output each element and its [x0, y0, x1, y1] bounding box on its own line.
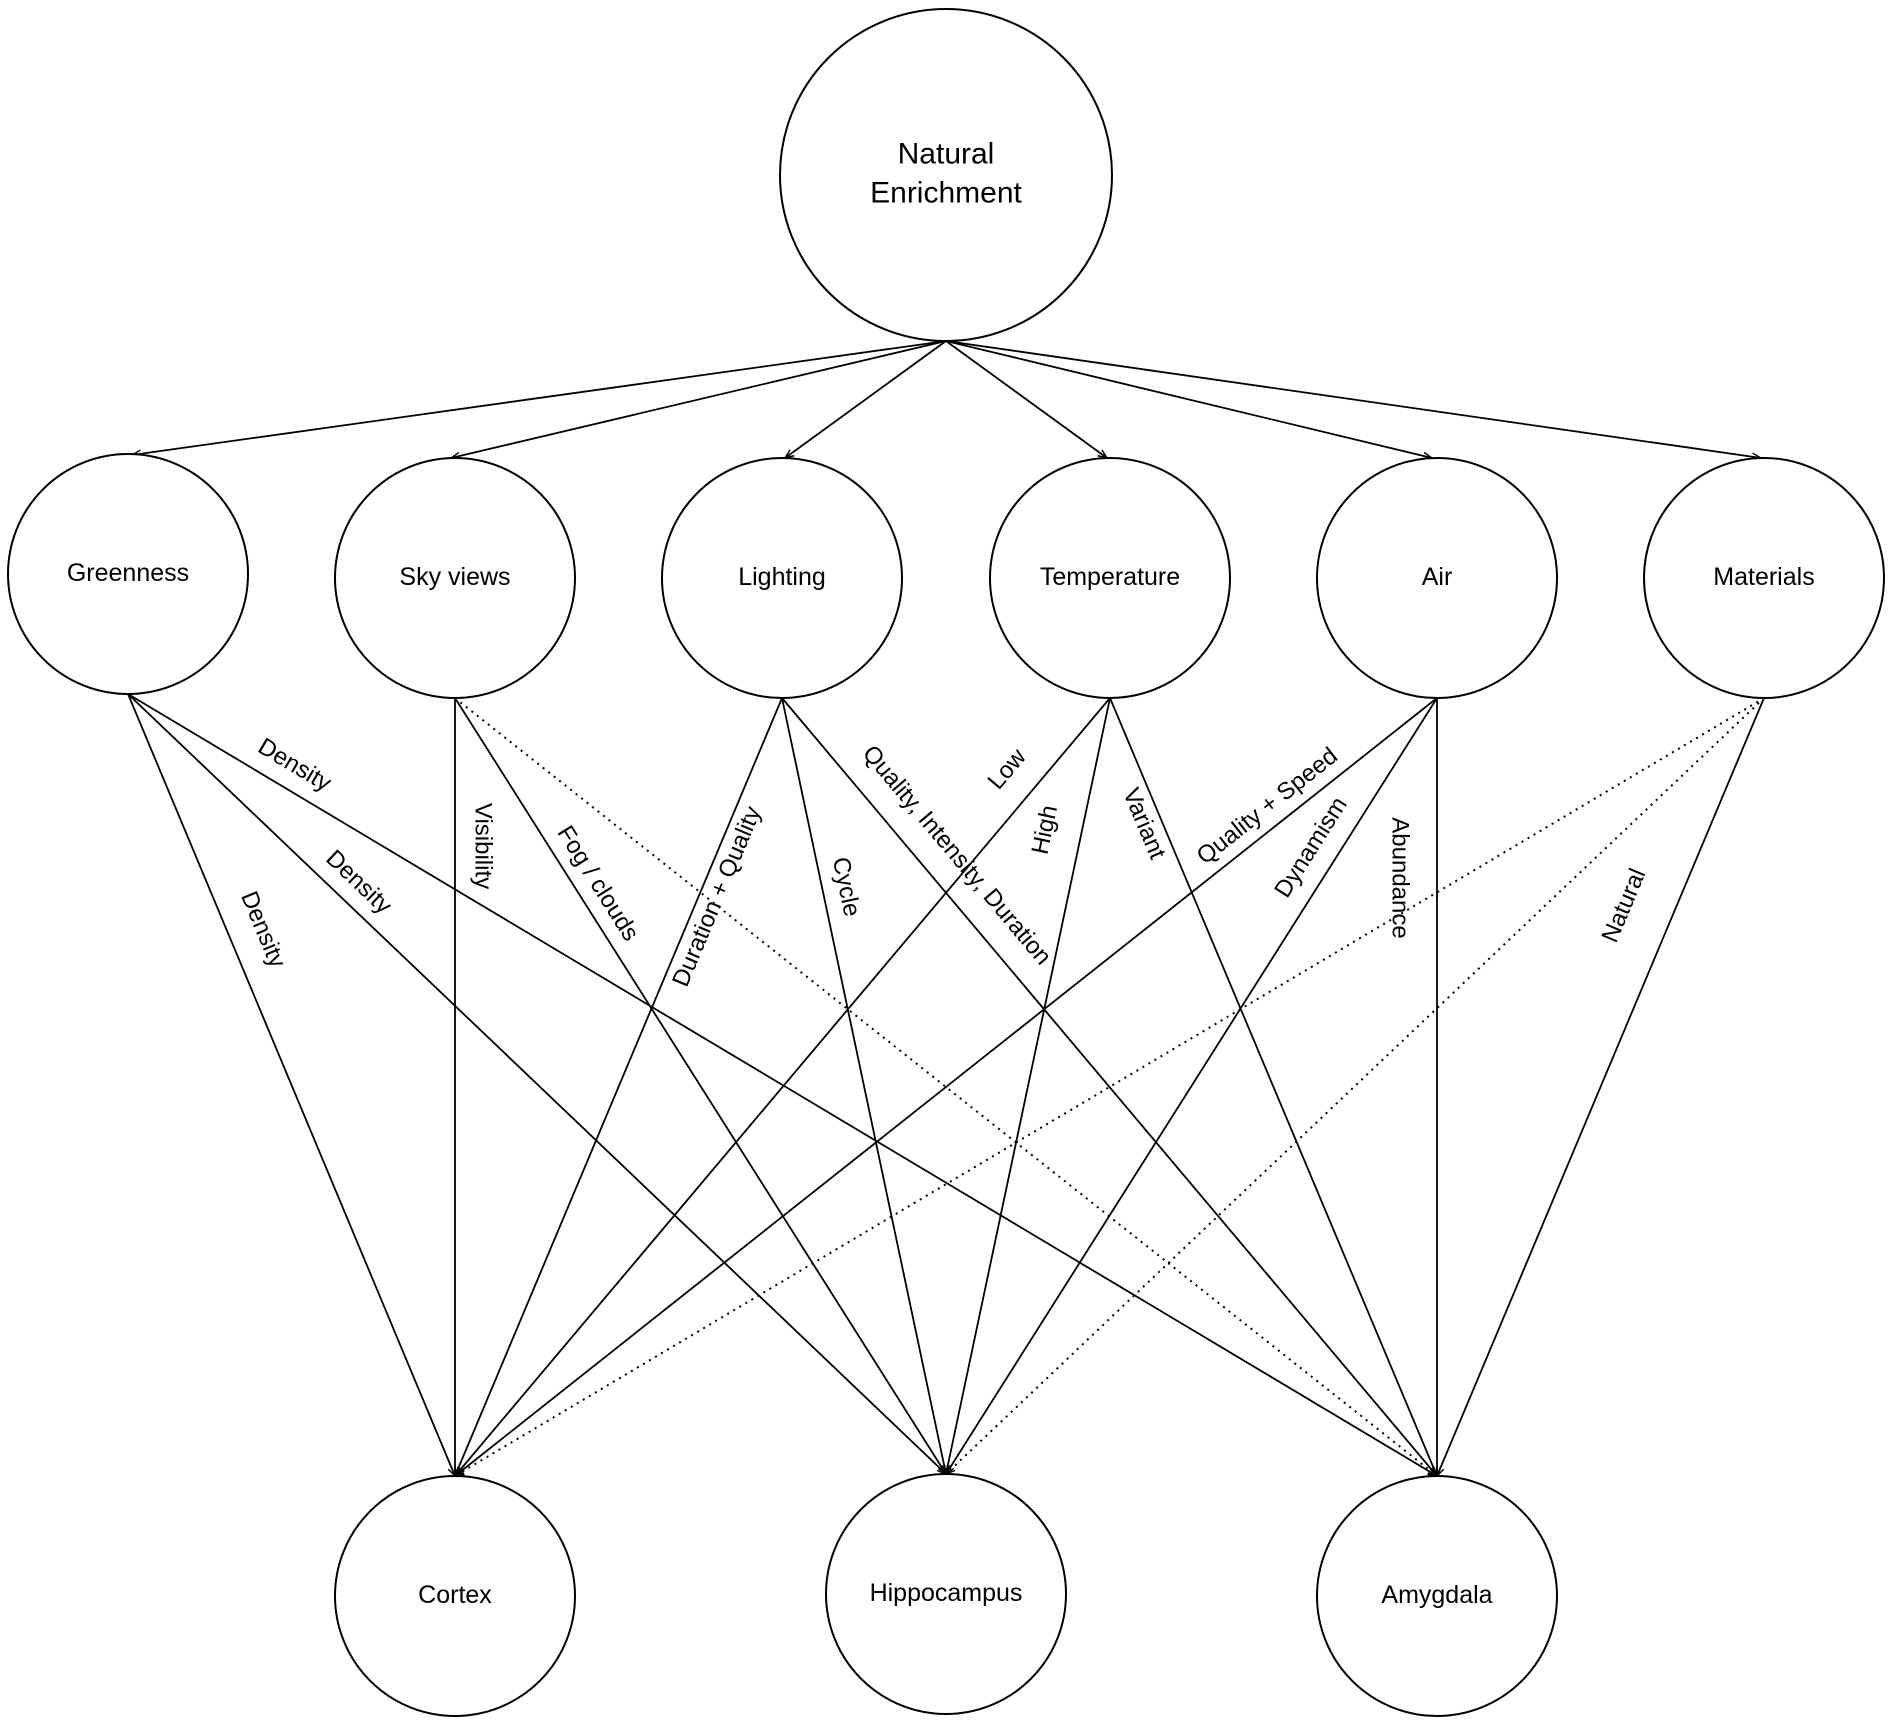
node-circle [779, 8, 1113, 342]
edge-line [946, 697, 1111, 1474]
edge-line [781, 697, 1437, 1476]
node-circle [1643, 457, 1885, 699]
node-label: Lighting [738, 563, 826, 591]
edge-line [946, 697, 1438, 1474]
node-label: Hippocampus [870, 1579, 1023, 1607]
edge-label-quality-intensity-duration: Quality, Intensity, Duration [857, 740, 1057, 970]
edge-line [454, 697, 1437, 1476]
node-amygdala: Amygdala [1316, 1475, 1558, 1717]
edge-root-to-air [945, 340, 1432, 458]
edge-line [455, 697, 1438, 1476]
node-label: Air [1422, 563, 1453, 591]
edge-line [1436, 697, 1765, 1476]
edge-line [127, 693, 456, 1476]
edge-label-cycle: Cycle [827, 855, 866, 919]
edge-root-to-lighting [785, 340, 947, 458]
node-label: Amygdala [1381, 1581, 1492, 1609]
edge-label-natural: Natural [1596, 865, 1651, 947]
node-temperature: Temperature [989, 457, 1231, 699]
edge-line [1109, 697, 1438, 1476]
edge-root-to-sky [451, 340, 947, 458]
edge-sky-to-hippocampus [454, 697, 946, 1474]
node-label: Temperature [1040, 563, 1180, 591]
edge-label-density: Density [253, 733, 336, 797]
edge-line [785, 340, 947, 458]
node-cortex: Cortex [334, 1475, 576, 1717]
edge-label-high: High [1027, 803, 1064, 857]
node-circle [334, 457, 576, 699]
edge-line [945, 340, 1432, 458]
edge-line [132, 340, 947, 455]
edge-line [454, 697, 946, 1474]
edge-materials-to-cortex [455, 697, 1765, 1476]
node-sky: Sky views [334, 457, 576, 699]
edge-greenness-to-amygdala [127, 693, 1437, 1476]
edge-root-to-materials [945, 340, 1761, 458]
edge-greenness-to-cortex [127, 693, 456, 1476]
node-circle [1316, 1475, 1558, 1717]
node-circle [7, 453, 249, 695]
edge-label-duration-quality: Duration + Quality [667, 802, 767, 990]
edge-label-density: Density [321, 845, 398, 920]
node-label: Sky views [399, 563, 510, 591]
edge-label-fog-clouds: Fog / clouds [552, 821, 645, 946]
edge-label-low: Low [983, 743, 1032, 795]
node-circle [334, 1475, 576, 1717]
edge-root-to-temperature [945, 340, 1107, 458]
edge-lighting-to-hippocampus [781, 697, 946, 1474]
edge-line [946, 697, 1765, 1474]
edge-label-abundance: Abundance [1387, 817, 1414, 938]
node-materials: Materials [1643, 457, 1885, 699]
edge-line [455, 697, 1111, 1476]
node-circle [989, 457, 1231, 699]
edge-sky-to-amygdala [454, 697, 1437, 1476]
edge-lighting-to-cortex [454, 697, 783, 1476]
edge-line [455, 697, 1765, 1476]
edge-air-to-hippocampus [946, 697, 1438, 1474]
edge-materials-to-hippocampus [946, 697, 1765, 1474]
node-air: Air [1316, 457, 1558, 699]
edge-label-visibility: Visibility [470, 803, 497, 889]
node-circle [825, 1473, 1067, 1715]
edge-line [945, 340, 1107, 458]
edge-temperature-to-cortex [455, 697, 1111, 1476]
node-greenness: Greenness [7, 453, 249, 695]
edge-lighting-to-amygdala [781, 697, 1437, 1476]
node-label: Materials [1713, 563, 1814, 591]
edge-materials-to-amygdala [1436, 697, 1765, 1476]
edge-temperature-to-hippocampus [946, 697, 1111, 1474]
edge-line [127, 693, 946, 1474]
edges-layer [127, 340, 1765, 1476]
node-label: Greenness [67, 559, 189, 587]
edge-greenness-to-hippocampus [127, 693, 946, 1474]
node-lighting: Lighting [661, 457, 903, 699]
edge-air-to-cortex [455, 697, 1438, 1476]
node-circle [661, 457, 903, 699]
edge-line [127, 693, 1437, 1476]
node-label: Cortex [418, 1581, 492, 1609]
edge-line [945, 340, 1761, 458]
edge-line [781, 697, 946, 1474]
edge-root-to-greenness [132, 340, 947, 455]
edge-label-density: Density [235, 887, 291, 971]
edge-temperature-to-amygdala [1109, 697, 1438, 1476]
edge-line [454, 697, 783, 1476]
edge-line [451, 340, 947, 458]
node-hippocampus: Hippocampus [825, 1473, 1067, 1715]
node-circle [1316, 457, 1558, 699]
